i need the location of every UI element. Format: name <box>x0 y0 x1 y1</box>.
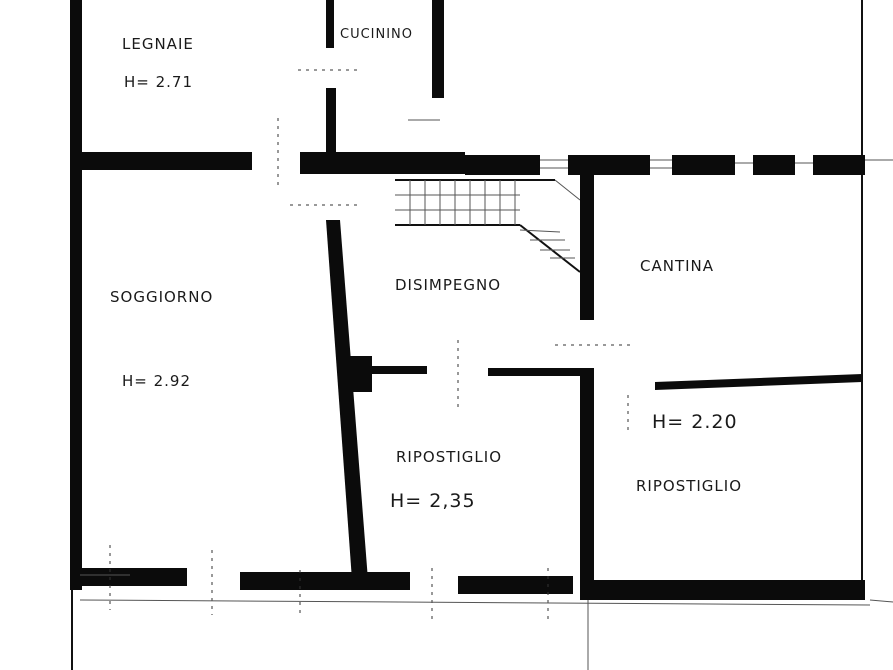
outer-wall-left <box>70 0 82 590</box>
line-bottom-outer <box>79 599 871 606</box>
wall-rip1-top-right <box>488 368 588 376</box>
wall-bottom-3 <box>458 576 573 594</box>
room-label-cucinino: CUCININO <box>340 27 413 42</box>
window-gap-4 <box>795 152 813 178</box>
room-height-legnaie: H= 2.71 <box>124 73 193 91</box>
wall-rip2-left <box>580 368 594 590</box>
room-label-cantina: CANTINA <box>640 257 714 275</box>
wall-central-vertical <box>326 220 368 580</box>
wall-cantina-left <box>580 172 594 320</box>
room-height-cantina: H= 2.20 <box>652 411 738 433</box>
wall-pillar <box>344 356 372 392</box>
wall-rip2-top <box>655 374 862 390</box>
staircase <box>395 179 581 273</box>
room-label-soggiorno: SOGGIORNO <box>110 288 213 306</box>
line-bottom-extension <box>869 599 893 603</box>
wall-rip1-top-left <box>372 366 427 374</box>
wall-cucinino-right <box>432 0 444 98</box>
window-gap-1 <box>540 152 568 178</box>
room-label-legnaie: LEGNAIE <box>122 35 194 53</box>
wall-bottom-2 <box>240 572 410 590</box>
wall-bottom-4 <box>580 580 865 600</box>
window-gap-2 <box>650 152 672 178</box>
room-height-soggiorno: H= 2.92 <box>122 372 191 390</box>
wall-bottom-1 <box>72 568 187 586</box>
room-label-ripostiglio-1: RIPOSTIGLIO <box>396 448 502 466</box>
room-label-ripostiglio-2: RIPOSTIGLIO <box>636 477 742 495</box>
window-gap-3 <box>735 152 753 178</box>
room-height-ripostiglio-1: H= 2,35 <box>390 490 476 512</box>
room-label-disimpegno: DISIMPEGNO <box>395 276 501 294</box>
wall-upper-mid <box>300 152 465 174</box>
wall-cucinino-left-bottom <box>326 88 336 154</box>
wall-upper-left <box>82 152 252 170</box>
wall-cucinino-left-top <box>326 0 334 48</box>
